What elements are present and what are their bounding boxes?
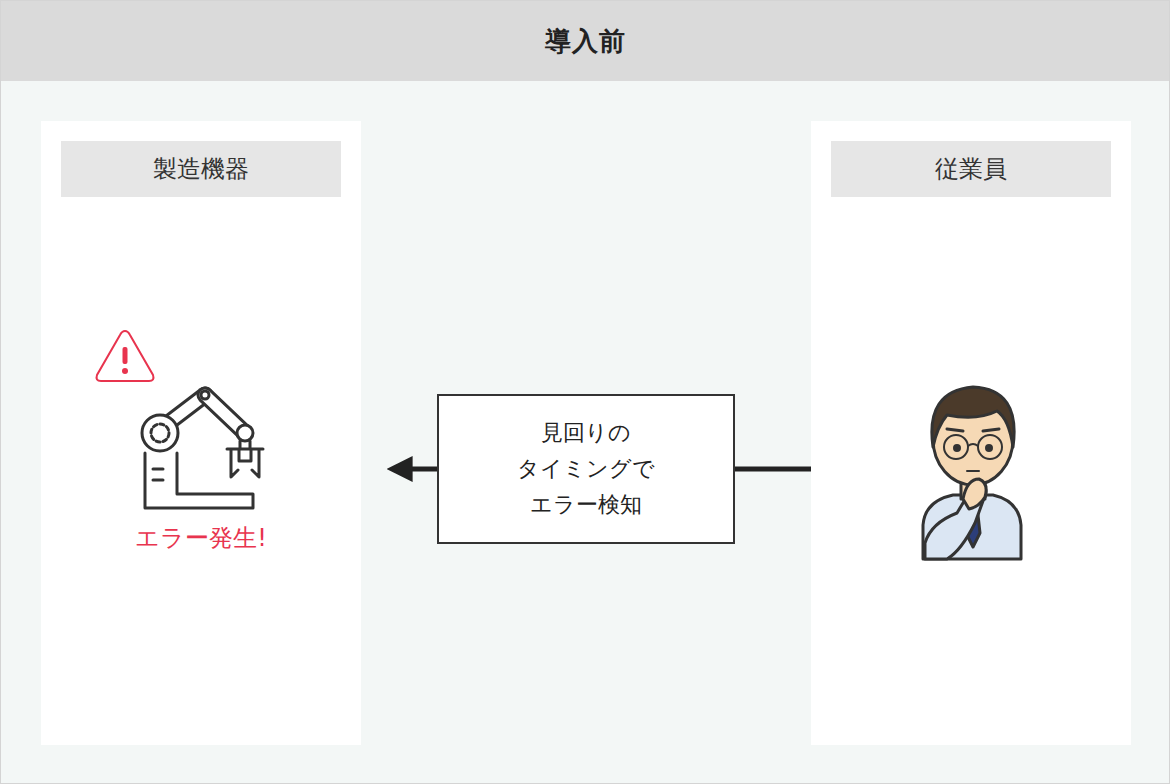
mouth xyxy=(967,470,979,472)
alert-text: エラー発生! xyxy=(135,522,267,554)
base-marks xyxy=(153,469,163,480)
arm-joint xyxy=(201,391,209,399)
edge-label-box: 見回りの タイミングで エラー検知 xyxy=(437,394,735,544)
base-joint xyxy=(142,415,178,451)
warning-dot xyxy=(122,368,128,374)
gripper xyxy=(227,441,263,477)
warning-bar xyxy=(123,347,128,364)
glasses-lens xyxy=(944,435,968,459)
joint-dash xyxy=(151,424,169,442)
robot-base xyxy=(145,453,253,508)
eyebrows xyxy=(947,429,999,431)
employee-illustration xyxy=(917,373,1029,565)
panel-heading: 製造機器 xyxy=(61,141,341,197)
diagram-title: 導入前 xyxy=(545,24,626,59)
glasses-lens xyxy=(978,435,1002,459)
warning-icon xyxy=(93,327,157,385)
illustration-part xyxy=(923,387,1021,559)
glasses-bridge xyxy=(968,444,978,446)
wrist-joint xyxy=(237,425,253,441)
machine-panel: 製造機器エラー発生! xyxy=(41,121,361,745)
eye xyxy=(987,446,992,451)
employee-panel: 従業員 xyxy=(811,121,1131,745)
hair xyxy=(932,387,1014,447)
hand xyxy=(963,479,986,509)
warning-triangle xyxy=(97,331,154,381)
robot-arm-icon xyxy=(135,383,275,513)
title-band: 導入前 xyxy=(1,1,1169,81)
panel-heading: 従業員 xyxy=(831,141,1111,197)
edge-label: 見回りの タイミングで エラー検知 xyxy=(501,415,671,523)
eye xyxy=(955,446,960,451)
illustration-part xyxy=(142,391,263,508)
